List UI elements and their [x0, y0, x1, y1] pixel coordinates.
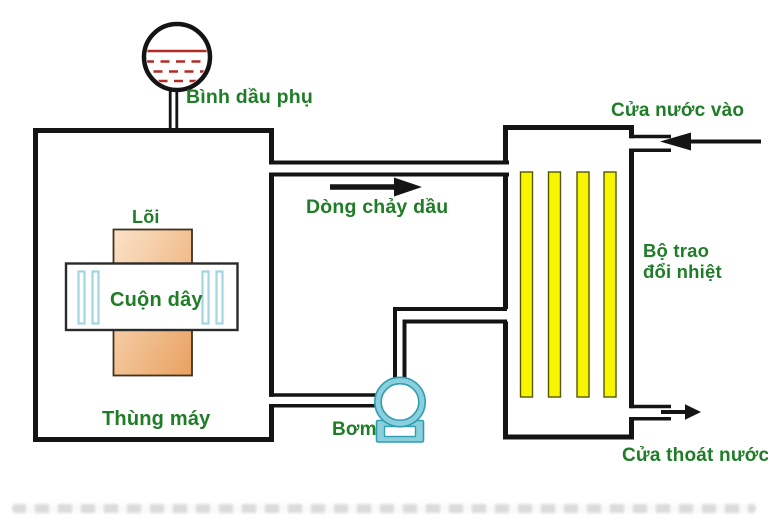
winding-label: Cuộn dây: [110, 289, 203, 311]
conservator-tank: [141, 21, 213, 131]
water-inlet-port: [629, 132, 761, 152]
cooling-fin: [576, 171, 590, 398]
heat-exchanger-label: Bộ trao đổi nhiệt: [643, 240, 722, 282]
oil-flow-label: Dòng chảy dầu: [306, 196, 449, 218]
watermark-strip: [12, 504, 756, 513]
pump-base-slot: [383, 425, 417, 438]
oil-flow-arrow: [330, 177, 422, 197]
pump-body: [373, 376, 426, 443]
oil-return-pipe: [393, 307, 508, 385]
coil-bar: [77, 270, 86, 325]
pump-to-tank-pipe: [268, 393, 384, 408]
coil-bar: [215, 270, 224, 325]
cooling-fins: [519, 171, 617, 398]
cooling-fin: [547, 171, 562, 398]
water-outlet-arrow: [661, 404, 701, 420]
water-outlet-port: [629, 404, 701, 421]
conservator-label: Bình dầu phụ: [186, 86, 313, 108]
coil-bar: [91, 270, 100, 325]
oil-pipe-top: [268, 160, 510, 177]
water-inlet-arrow: [660, 132, 761, 151]
cooling-fin: [519, 171, 534, 398]
winding-coil-bars: [77, 270, 224, 325]
core-label: Lõi: [132, 207, 160, 227]
pump-label: Bơm: [332, 419, 377, 440]
cooling-fin: [603, 171, 617, 398]
coil-bar: [201, 270, 210, 325]
water-outlet-label: Cửa thoát nước: [622, 445, 768, 466]
water-inlet-label: Cửa nước vào: [611, 100, 745, 121]
tank-label: Thùng máy: [102, 408, 211, 430]
oil-level-lines: [146, 49, 208, 83]
